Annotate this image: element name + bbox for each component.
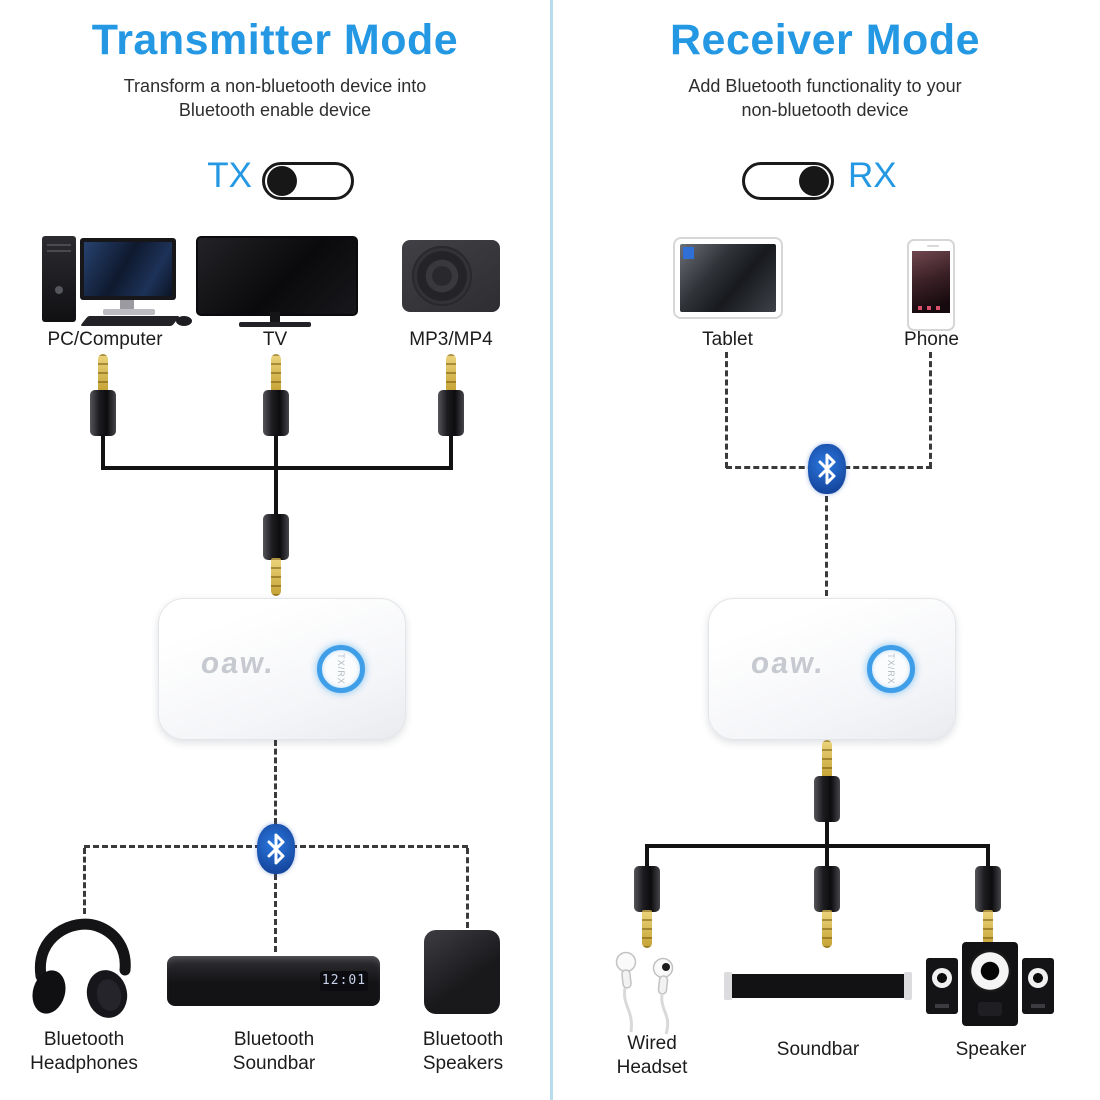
rx-toggle[interactable] <box>742 162 834 200</box>
transmitter-subtitle: Transform a non-bluetooth device into Bl… <box>0 74 550 122</box>
tx-toggle[interactable] <box>262 162 354 200</box>
tablet-label: Tablet <box>702 329 753 350</box>
aux-cable-line <box>274 434 278 516</box>
bluetooth-soundbar-icon: 12:01 <box>167 956 380 1006</box>
aux-cable-line <box>986 844 990 870</box>
wired-headset-label: Wired Headset <box>616 1033 688 1078</box>
bluetooth-icon <box>257 824 295 874</box>
bluetooth-dashed-line <box>725 352 728 468</box>
tv-label: TV <box>262 329 288 350</box>
aux-plug-icon <box>975 866 1001 948</box>
aux-cable-line <box>101 434 105 470</box>
receiver-title: Receiver Mode <box>669 16 981 64</box>
bluetooth-soundbar-label: Bluetooth Soundbar <box>232 1029 316 1074</box>
bluetooth-icon <box>808 444 846 494</box>
device-logo: oaw. <box>199 647 277 680</box>
transmitter-device: oaw. TX/RX <box>158 598 406 740</box>
pc-computer-label: PC/Computer <box>47 329 163 350</box>
multifunction-button[interactable]: TX/RX <box>867 645 915 693</box>
aux-plug-icon <box>634 866 660 948</box>
multifunction-button[interactable]: TX/RX <box>317 645 365 693</box>
transmitter-title: Transmitter Mode <box>91 16 459 64</box>
bluetooth-headphones-icon <box>25 910 140 1027</box>
speaker-label: Speaker <box>955 1039 1027 1060</box>
soundbar-clock-display: 12:01 <box>320 971 368 991</box>
receiver-device: oaw. TX/RX <box>708 598 956 740</box>
transmitter-subtitle-line2: Bluetooth enable device <box>178 100 372 120</box>
tx-toggle-knob[interactable] <box>267 166 297 196</box>
rx-label: RX <box>848 156 897 195</box>
aux-cable-line <box>825 844 829 870</box>
multifunction-button-label: TX/RX <box>335 653 346 685</box>
aux-cable-line <box>101 466 453 470</box>
transmitter-subtitle-line1: Transform a non-bluetooth device into <box>123 76 427 96</box>
bluetooth-dashed-line <box>83 848 86 914</box>
soundbar-label: Soundbar <box>776 1039 860 1060</box>
aux-plug-icon <box>814 866 840 948</box>
bluetooth-dashed-line <box>274 874 277 952</box>
receiver-subtitle-line1: Add Bluetooth functionality to your <box>688 76 962 96</box>
bluetooth-speakers-label: Bluetooth Speakers <box>422 1029 504 1074</box>
panel-divider <box>550 0 553 1100</box>
phone-icon <box>907 239 955 331</box>
multifunction-button-label: TX/RX <box>885 653 896 685</box>
aux-cable-line <box>449 434 453 470</box>
bluetooth-dashed-line <box>466 848 469 928</box>
bluetooth-dashed-line <box>274 740 277 824</box>
receiver-subtitle: Add Bluetooth functionality to your non-… <box>550 74 1100 122</box>
bluetooth-speaker-icon <box>424 930 500 1014</box>
aux-plug-icon <box>263 354 289 436</box>
soundbar-icon <box>724 972 912 1000</box>
bluetooth-headphones-label: Bluetooth Headphones <box>30 1029 138 1074</box>
tablet-icon <box>673 237 783 319</box>
rx-toggle-knob[interactable] <box>799 166 829 196</box>
aux-plug-icon <box>814 740 840 822</box>
bluetooth-dashed-line <box>929 352 932 468</box>
receiver-subtitle-line2: non-bluetooth device <box>741 100 909 120</box>
aux-plug-icon <box>438 354 464 436</box>
speaker-system-icon <box>926 942 1056 1026</box>
tx-label: TX <box>207 156 252 195</box>
mp3-label: MP3/MP4 <box>409 329 493 350</box>
aux-cable-line <box>645 844 990 848</box>
device-logo: oaw. <box>749 647 827 680</box>
phone-label: Phone <box>904 329 959 350</box>
aux-cable-line <box>645 844 649 870</box>
bluetooth-dashed-line <box>825 496 828 596</box>
aux-cable-line <box>825 818 829 848</box>
wired-headset-icon <box>606 944 701 1044</box>
aux-plug-icon <box>90 354 116 436</box>
aux-plug-icon <box>263 514 289 596</box>
